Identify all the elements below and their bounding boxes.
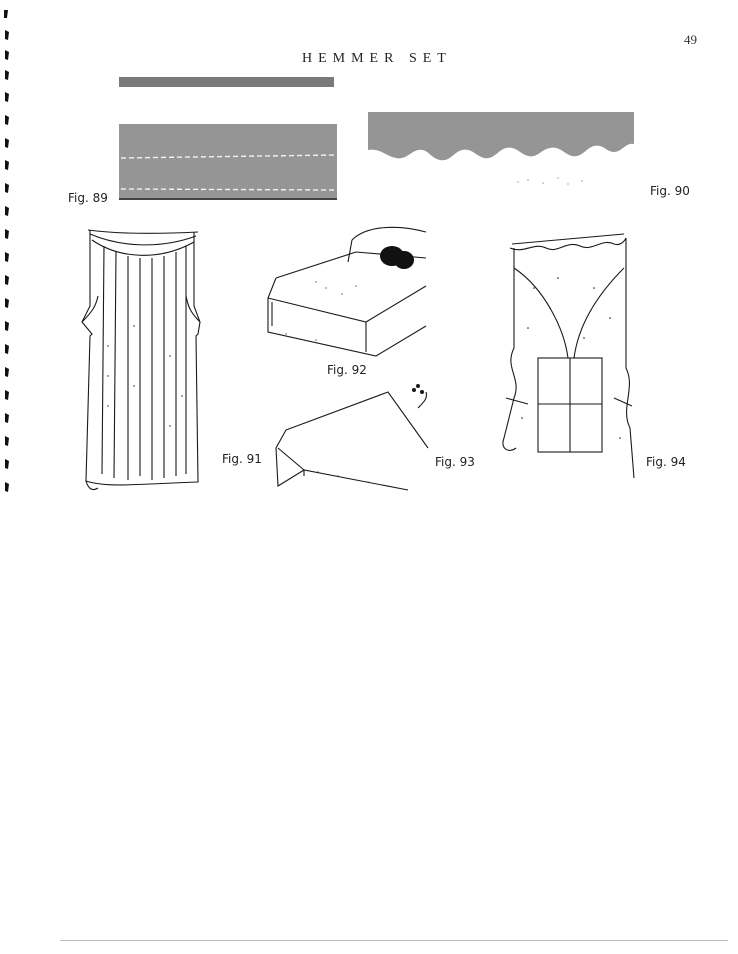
binding-edge-marks xyxy=(4,10,9,492)
fig94-label: Fig. 94 xyxy=(646,455,686,469)
fig93-label: Fig. 93 xyxy=(435,455,475,469)
fig90-label: Fig. 90 xyxy=(650,184,690,198)
fig91-drapery-illustration xyxy=(81,229,201,491)
fig93-table-illustration xyxy=(275,384,429,491)
page-number: 49 xyxy=(684,32,697,47)
fig89-top-strip xyxy=(119,77,334,87)
fig92-label: Fig. 92 xyxy=(327,363,367,377)
fig89-label: Fig. 89 xyxy=(68,191,108,205)
page-bottom-rule xyxy=(60,940,728,941)
fig90-scallop-illustration xyxy=(368,112,634,185)
fig89-hem-illustration xyxy=(119,124,337,200)
fig94-ruffled-curtain-illustration xyxy=(502,233,635,479)
fig91-label: Fig. 91 xyxy=(222,452,262,466)
fig92-bed-illustration xyxy=(267,226,427,357)
page-title: HEMMER SET xyxy=(302,51,452,66)
